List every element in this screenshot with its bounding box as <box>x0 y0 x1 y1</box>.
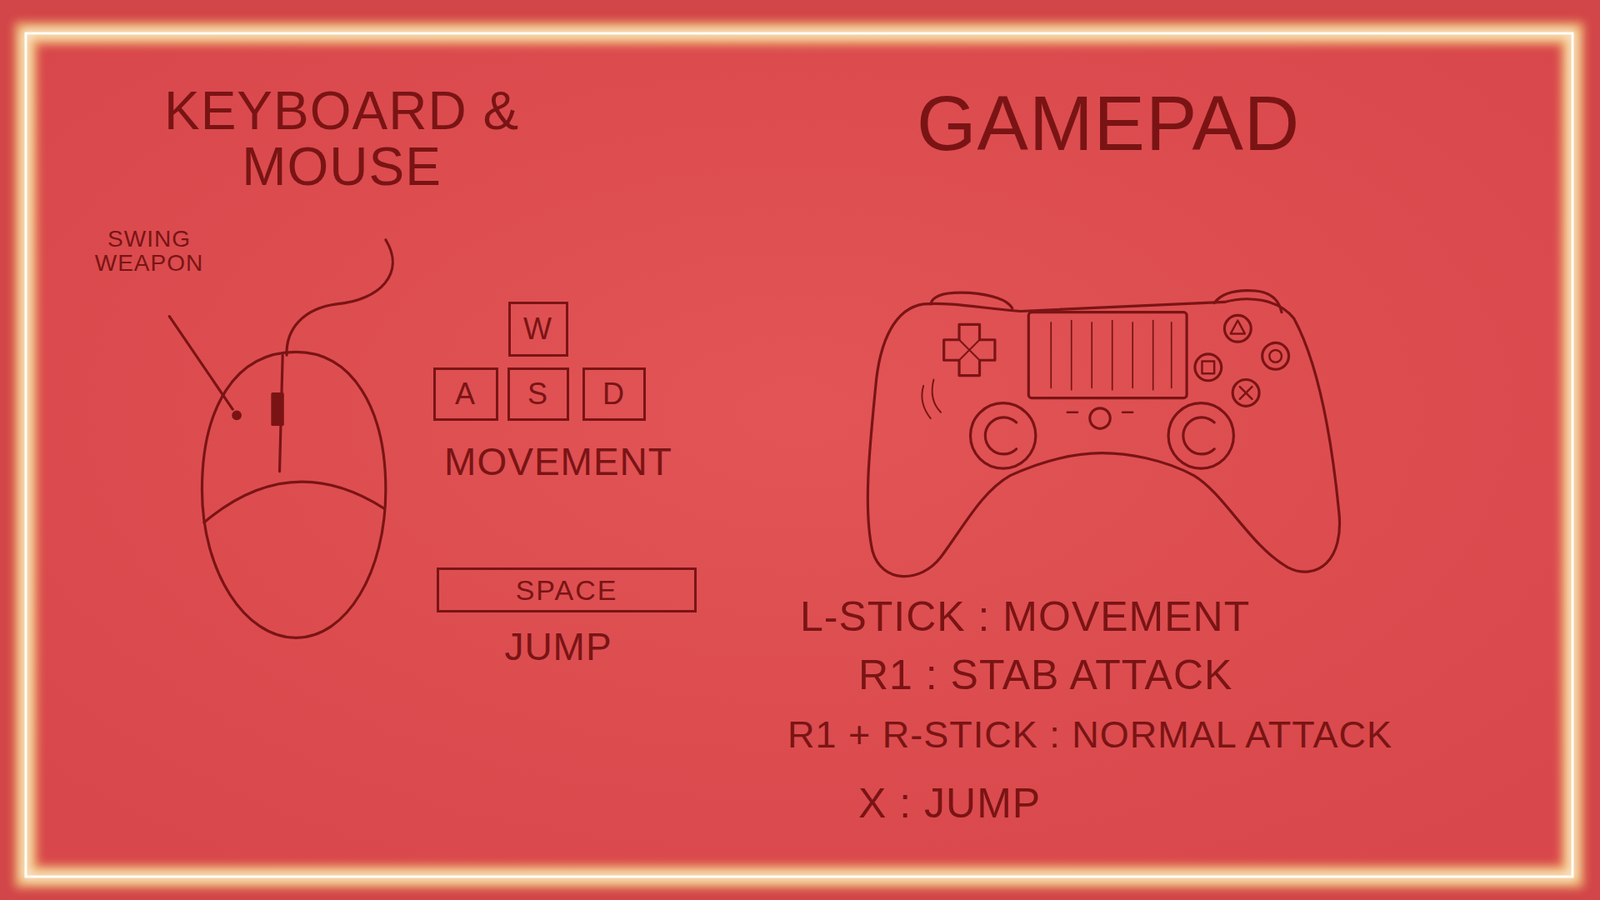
gamepad-figure-part <box>1028 312 1187 399</box>
key-cap: W <box>508 301 569 357</box>
callout-label: SWING WEAPON <box>70 226 229 276</box>
gamepad-figure-part <box>1214 290 1282 313</box>
key-cap: SPACE <box>436 567 697 613</box>
frame-glow-white <box>25 33 1573 877</box>
gamepad-figure-part <box>1183 417 1215 455</box>
mouse-figure-part <box>233 411 241 420</box>
gamepad-figure-part <box>985 417 1016 455</box>
key-label: W <box>523 314 554 345</box>
key-label: D <box>602 379 626 410</box>
key-cap: A <box>433 367 499 421</box>
key-label: A <box>455 379 477 410</box>
section-heading: KEYBOARD & MOUSE <box>145 83 538 195</box>
frame-glow <box>25 33 1573 877</box>
mouse-figure-part <box>204 481 385 523</box>
gamepad-figure-part <box>921 380 941 420</box>
panel <box>25 33 1573 877</box>
control-label: MOVEMENT <box>429 441 688 482</box>
gamepad-figure-part <box>944 324 995 375</box>
gamepad-figure-part <box>959 340 980 360</box>
gamepad-figure-part <box>1050 320 1171 390</box>
binding-text: L-STICK : MOVEMENT <box>800 595 1400 640</box>
binding-text: R1 : STAB ATTACK <box>858 653 1375 698</box>
mouse-figure-part <box>272 394 283 425</box>
gamepad-figure-part <box>1262 342 1290 370</box>
gamepad-figure-part <box>867 299 1340 577</box>
key-label: S <box>527 379 550 410</box>
mouse-figure <box>169 240 393 639</box>
key-label: SPACE <box>515 575 619 605</box>
gamepad-figure-part <box>1201 360 1215 374</box>
gamepad-figure-part <box>1224 315 1251 342</box>
gamepad-figure <box>867 290 1340 577</box>
key-cap: S <box>507 367 570 421</box>
gamepad-figure-part <box>930 292 1013 309</box>
control-label: JUMP <box>466 626 650 667</box>
mouse-figure-part <box>201 351 385 638</box>
binding-text: R1 + R-STICK : NORMAL ATTACK <box>787 715 1555 755</box>
gamepad-figure-part <box>1090 408 1110 429</box>
gamepad-figure-part <box>1230 320 1245 334</box>
key-cap: D <box>582 367 646 421</box>
gamepad-figure-part <box>1240 386 1253 400</box>
leader-line <box>169 316 233 410</box>
gamepad-figure-part <box>1232 380 1260 407</box>
gamepad-figure-part <box>1269 350 1282 363</box>
binding-text: X : JUMP <box>858 781 1209 826</box>
gamepad-figure-part <box>970 403 1035 469</box>
mouse-figure-part <box>286 240 393 355</box>
frame <box>25 33 1573 877</box>
gamepad-figure-part <box>1195 354 1222 381</box>
gamepad-figure-part <box>1067 410 1133 413</box>
section-heading: GAMEPAD <box>916 83 1300 165</box>
gamepad-figure-part <box>1168 403 1234 469</box>
